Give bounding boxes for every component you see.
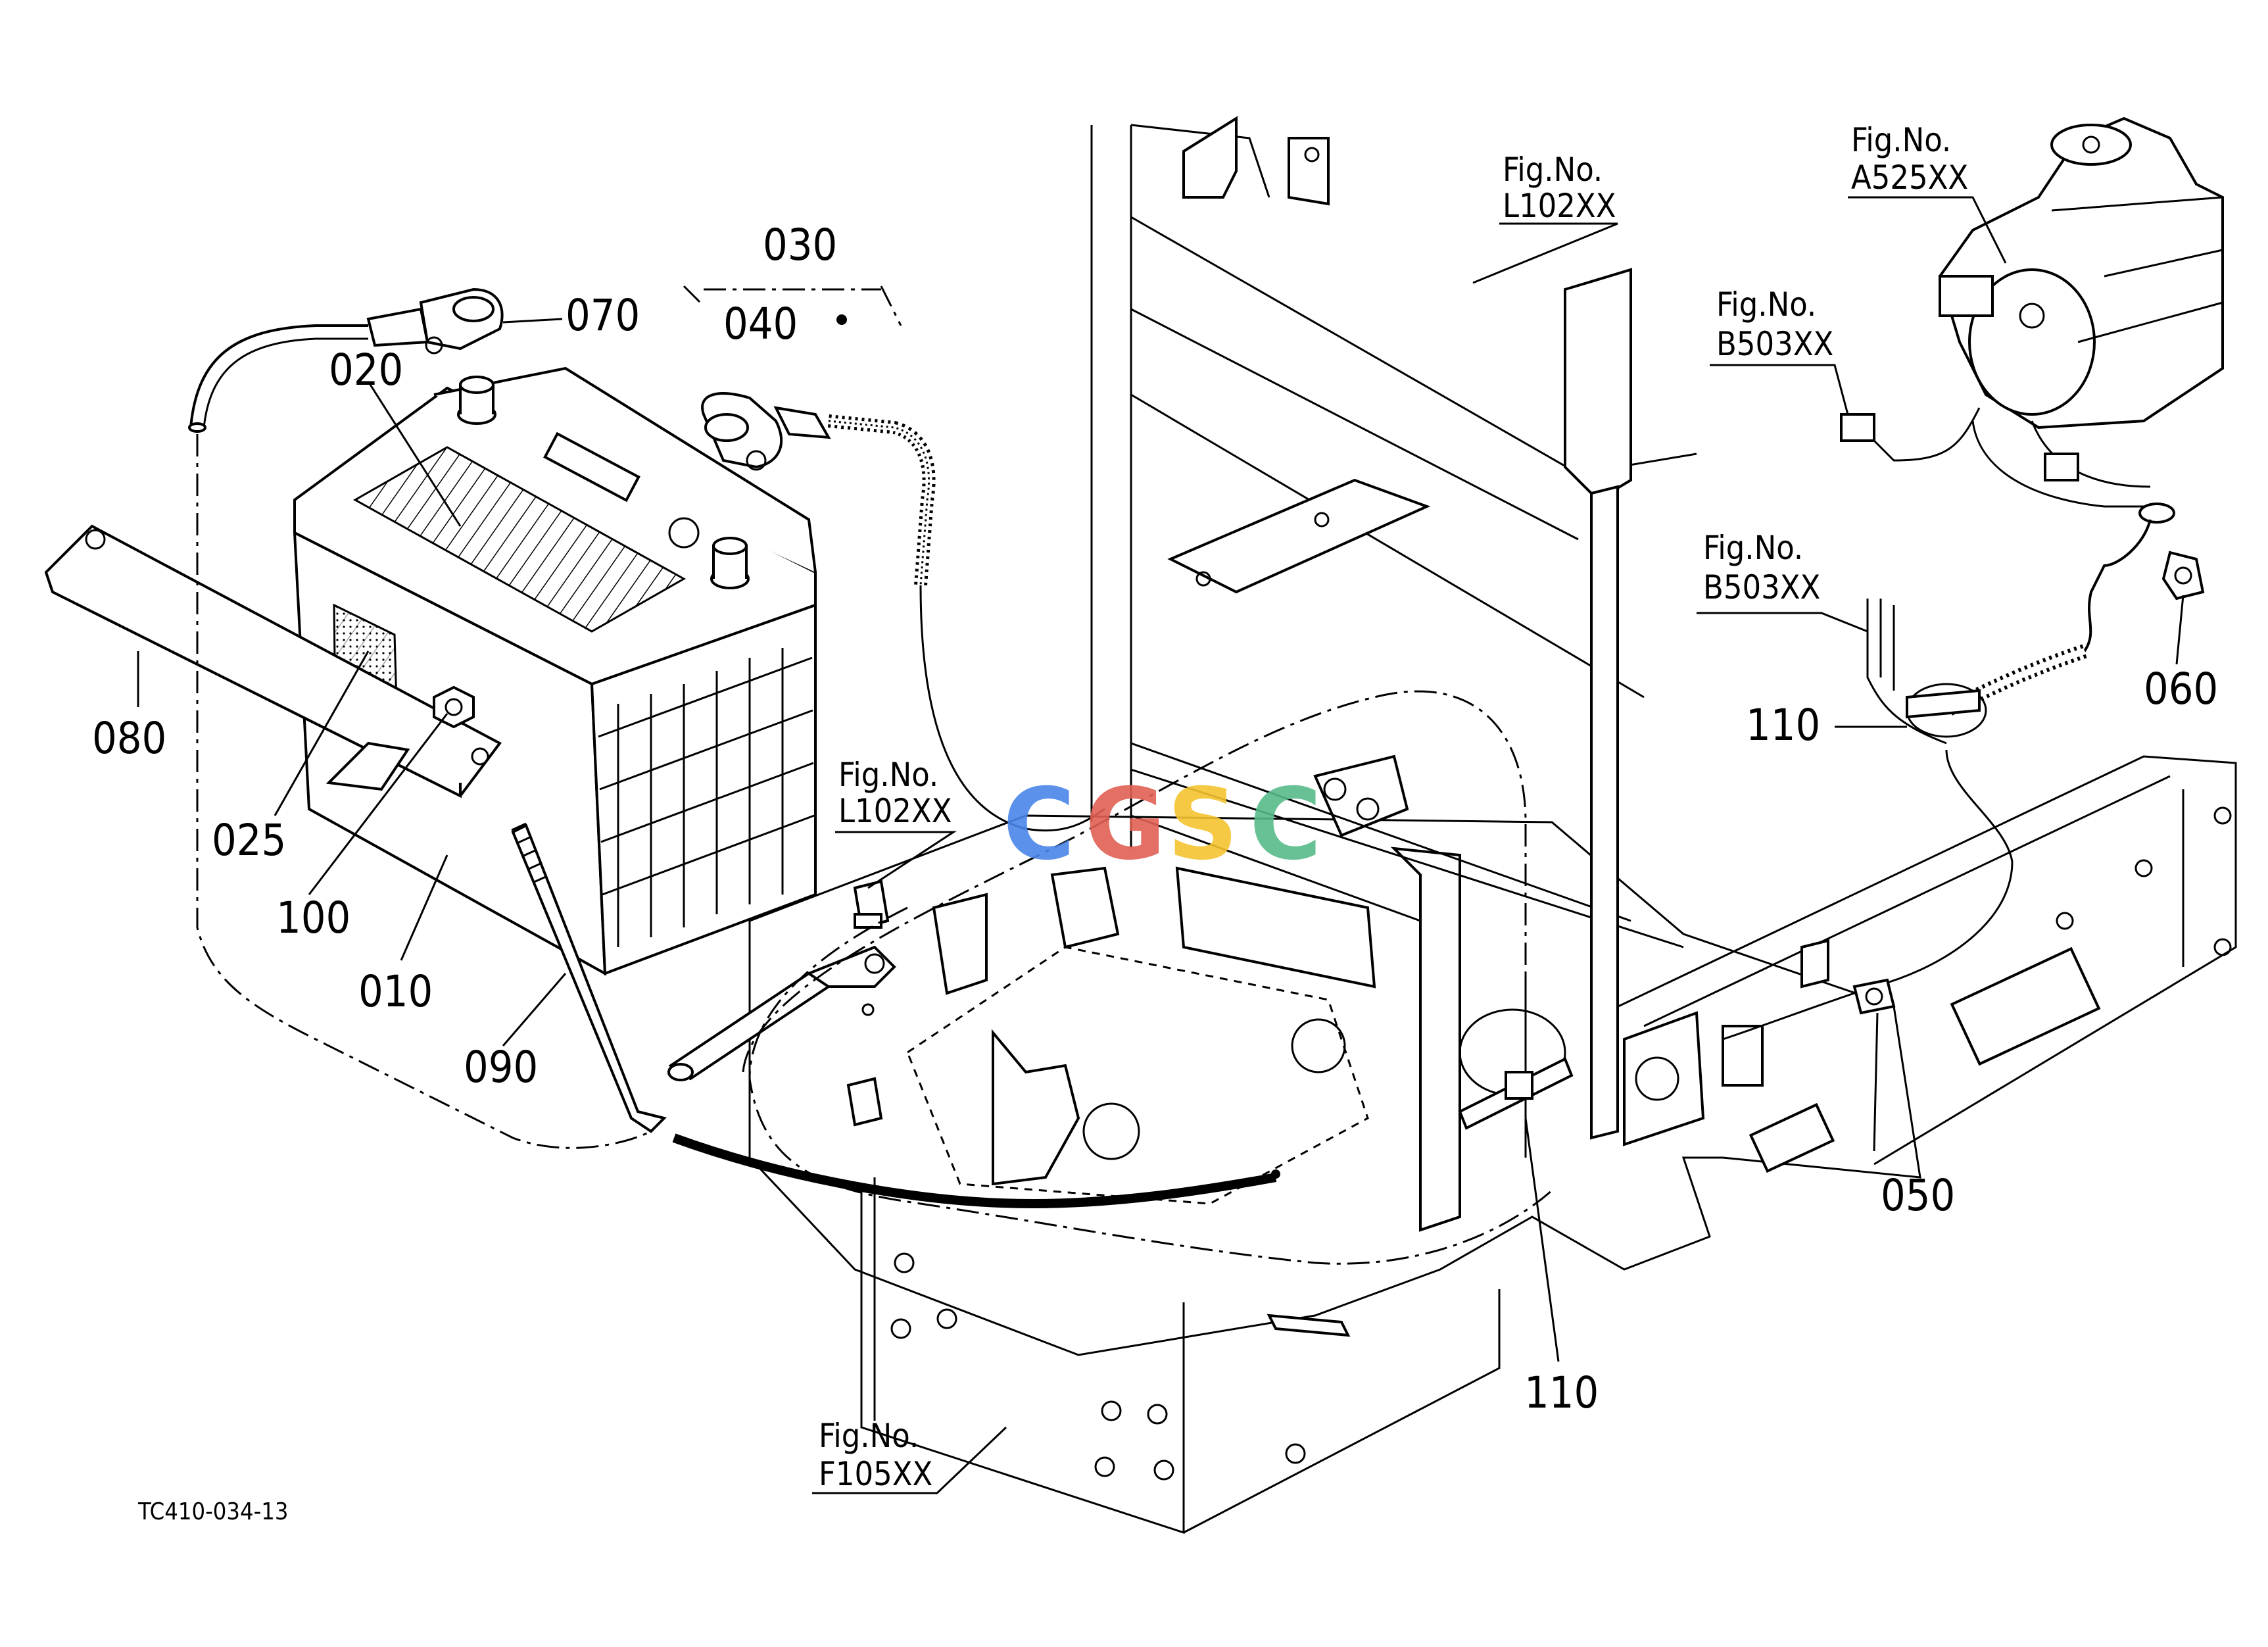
cable-tie-center <box>1458 1008 1574 1130</box>
connection-arc <box>672 1133 1277 1209</box>
fig-ref-a525-line1: Fig.No. <box>1851 121 1951 159</box>
label-050: 050 <box>1881 1170 1955 1221</box>
cable-070 <box>188 287 504 433</box>
fig-ref-b503-mid-line1: Fig.No. <box>1703 529 1803 567</box>
label-090: 090 <box>464 1042 538 1093</box>
label-030: 030 <box>763 220 837 270</box>
fig-ref-b503-mid-line2: B503XX <box>1703 568 1820 606</box>
leader-lines <box>137 196 2184 1494</box>
label-040: 040 <box>723 299 798 349</box>
fig-ref-b503-top-line1: Fig.No. <box>1716 285 1816 324</box>
diagram-caption: TC410-034-13 <box>137 1498 288 1525</box>
label-060: 060 <box>2144 664 2218 714</box>
frame-posts <box>1090 116 1697 1158</box>
nut-100 <box>433 685 475 729</box>
label-110-center: 110 <box>1524 1367 1599 1418</box>
fig-ref-l102-top-line1: Fig.No. <box>1503 151 1603 189</box>
figure-references: Fig.No. L102XX Fig.No. L102XX Fig.No. A5… <box>819 121 1968 1493</box>
fig-ref-l102-mid-line1: Fig.No. <box>838 756 938 794</box>
fig-ref-l102-mid-line2: L102XX <box>838 792 952 830</box>
frame-base <box>748 754 2237 1535</box>
battery-bar <box>44 524 502 799</box>
label-025: 025 <box>212 815 286 866</box>
watermark-letter: C <box>1249 768 1322 882</box>
battery-rod <box>511 822 667 1133</box>
label-070: 070 <box>566 290 640 341</box>
fig-ref-f105-line2: F105XX <box>819 1455 932 1493</box>
watermark-letter: G <box>1085 768 1166 882</box>
starter-motor <box>1840 116 2224 508</box>
label-110-right: 110 <box>1746 700 1820 750</box>
part-labels: 070 020 030 040 080 025 100 010 090 110 … <box>92 220 2218 1418</box>
label-010: 010 <box>358 966 433 1017</box>
label-020: 020 <box>329 345 403 395</box>
assembly-outlines <box>196 285 1553 1265</box>
fig-ref-b503-top-line2: B503XX <box>1716 325 1833 363</box>
starter-cable <box>1722 503 2205 1041</box>
fig-ref-l102-top-line2: L102XX <box>1503 187 1616 225</box>
watermark-letter: S <box>1167 768 1238 882</box>
label-100: 100 <box>276 893 350 943</box>
label-080: 080 <box>92 713 166 764</box>
fig-ref-f105-line1: Fig.No. <box>819 1417 919 1455</box>
fig-ref-a525-line2: A525XX <box>1851 159 1968 197</box>
watermark-letter: C <box>1003 768 1075 882</box>
